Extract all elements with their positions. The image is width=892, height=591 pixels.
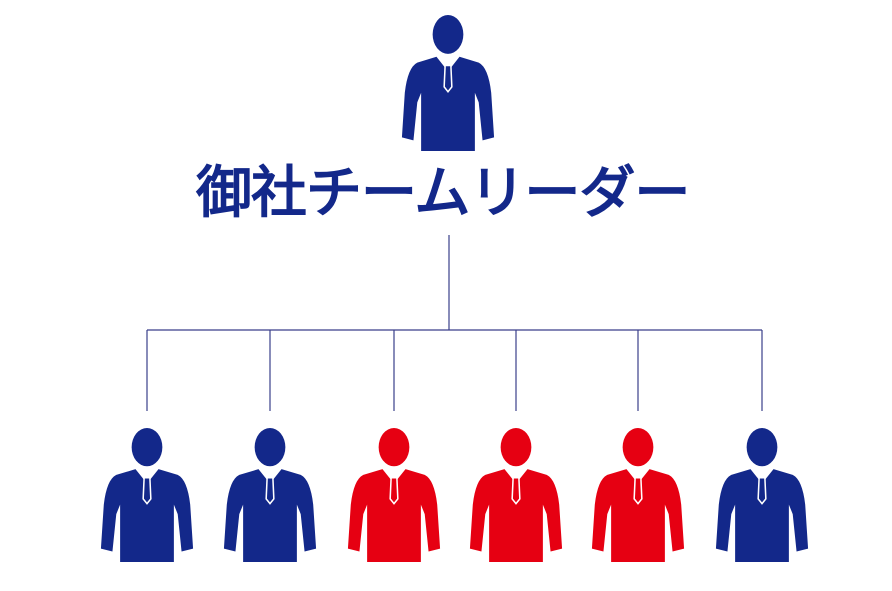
team-member-person-icon bbox=[590, 428, 686, 562]
leader-person-icon bbox=[400, 15, 496, 151]
team-member-person-icon bbox=[346, 428, 442, 562]
team-member-person-icon bbox=[714, 428, 810, 562]
team-member-person-icon bbox=[468, 428, 564, 562]
team-member-person-icon bbox=[99, 428, 195, 562]
leader-title: 御社チームリーダー bbox=[196, 160, 690, 226]
team-member-person-icon bbox=[222, 428, 318, 562]
